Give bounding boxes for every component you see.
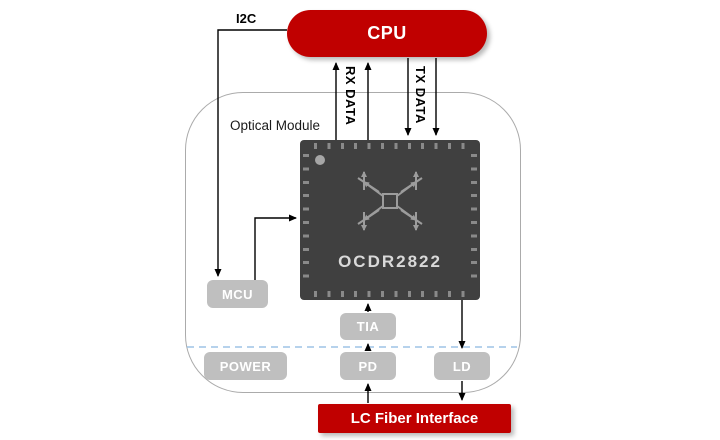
pin1-marker [315, 155, 325, 165]
mcu-label: MCU [221, 286, 254, 302]
tia-label: TIA [356, 319, 380, 334]
power-block: POWER [204, 352, 287, 380]
tia-block: TIA [340, 313, 396, 340]
lc-fiber-interface-block: LC Fiber Interface [318, 404, 511, 433]
ocdr2822-chip: OCDR2822 [300, 140, 480, 300]
chip-logo-icon [357, 171, 423, 231]
cpu-block: CPU [287, 10, 487, 57]
optical-module-label: Optical Module [230, 118, 321, 133]
power-label: POWER [219, 358, 272, 374]
chip-pins-left [303, 154, 309, 286]
tx-data-label: TX DATA [413, 66, 428, 124]
mcu-block: MCU [207, 280, 268, 308]
ld-label: LD [452, 358, 472, 374]
chip-pins-bottom [314, 291, 466, 297]
ld-block: LD [434, 352, 490, 380]
rx-data-label: RX DATA [343, 66, 358, 126]
cpu-label: CPU [367, 23, 407, 43]
chip-part-number: OCDR2822 [338, 252, 442, 271]
i2c-bus-label: I2C [236, 11, 257, 26]
pd-block: PD [340, 352, 396, 380]
chip-pins-top [314, 143, 466, 149]
pd-label: PD [358, 358, 378, 374]
chip-pins-right [471, 154, 477, 286]
lc-fiber-interface-label: LC Fiber Interface [350, 410, 479, 427]
